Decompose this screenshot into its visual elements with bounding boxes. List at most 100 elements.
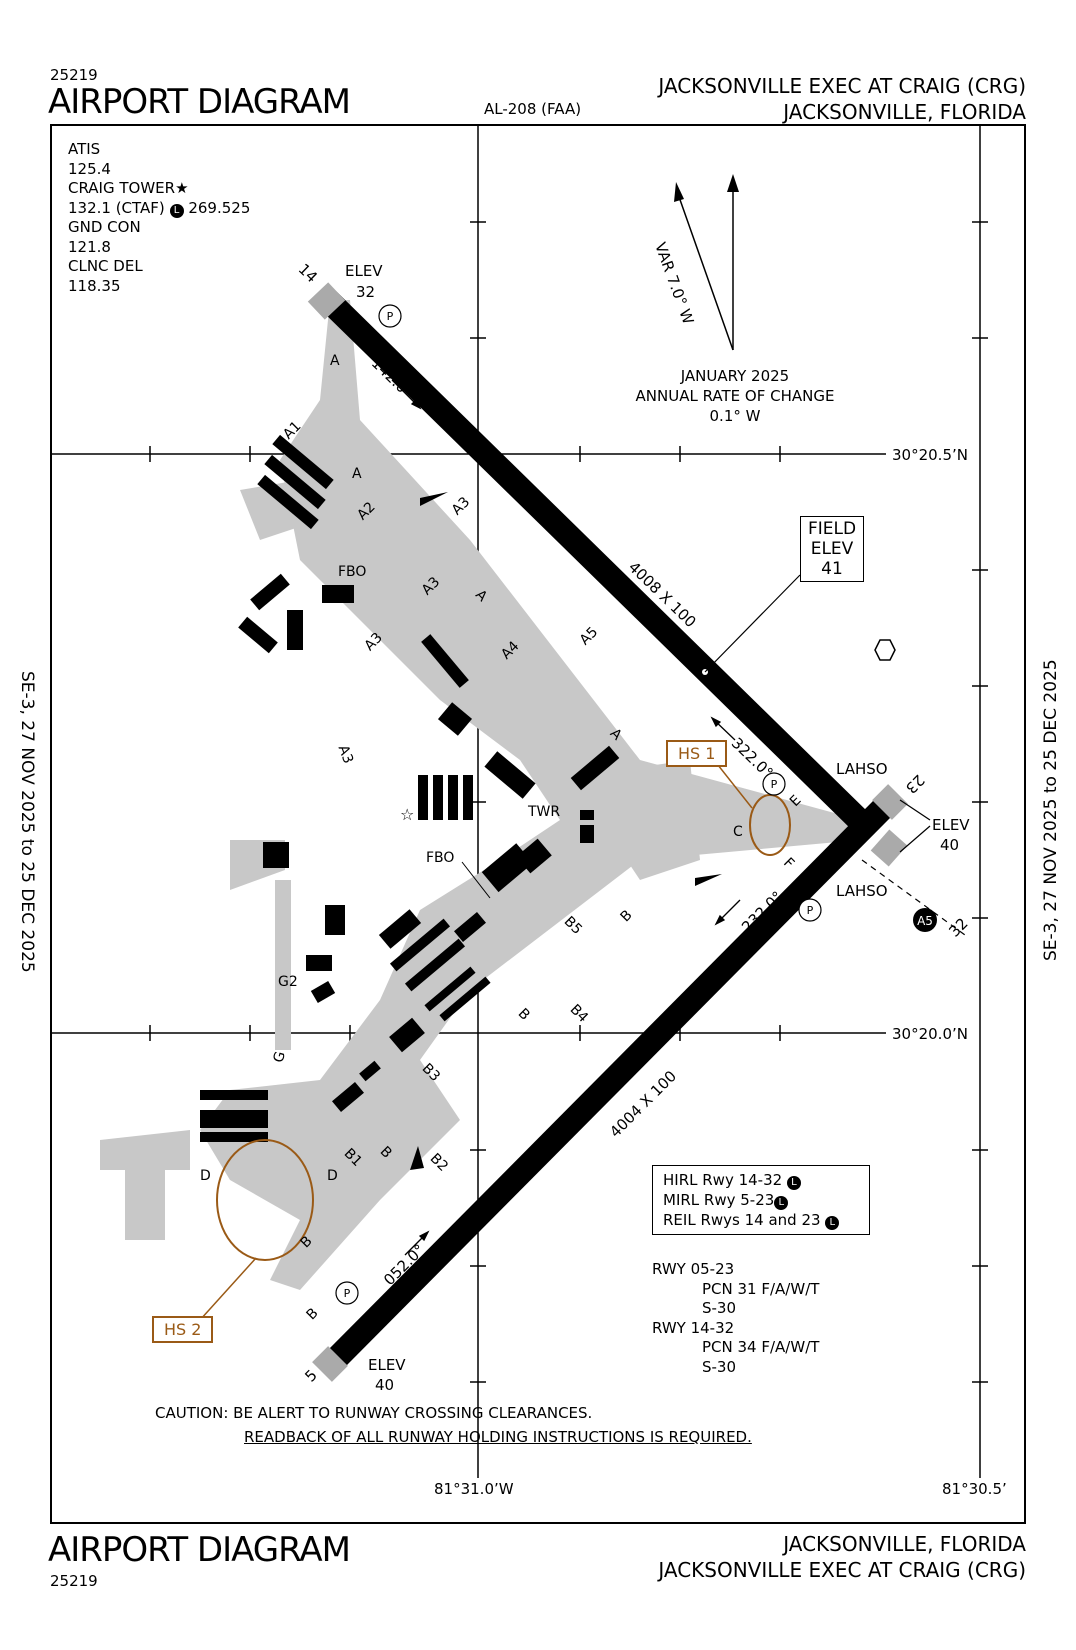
fbo-label-north: FBO	[338, 564, 366, 580]
hotspot-hs1[interactable]: HS 1	[666, 740, 728, 767]
taxiway-label: D	[327, 1168, 338, 1184]
frequency-block: ATIS 125.4 CRAIG TOWER★ 132.1 (CTAF) L 2…	[68, 140, 250, 296]
taxiway-label: D	[200, 1168, 211, 1184]
hotspot-marker-label: A5	[917, 914, 933, 928]
footer-title: AIRPORT DIAGRAM	[48, 1530, 351, 1570]
taxiway-label: B	[304, 1305, 322, 1323]
lahso-label-south: LAHSO	[836, 882, 888, 900]
lighting-line-1: HIRL Rwy 14-32	[663, 1171, 783, 1189]
rwy-32-label: 32	[945, 914, 971, 940]
beacon-icon	[874, 639, 896, 661]
taxiway-label: B2	[427, 1151, 451, 1175]
field-elev-value: 41	[821, 559, 843, 579]
heading-arrows	[391, 379, 741, 1256]
atis-label: ATIS	[68, 140, 101, 158]
lighting-badge-icon: L	[786, 1176, 801, 1190]
magnetic-rate-label: ANNUAL RATE OF CHANGE	[635, 387, 835, 405]
buildings	[200, 434, 620, 1142]
ground-frequency: 121.8	[68, 237, 111, 256]
rwy-23-elev: 40	[940, 836, 959, 854]
tower-uhf-frequency: 269.525	[188, 198, 251, 217]
taxiway-label: B4	[567, 1002, 591, 1026]
magnetic-date: JANUARY 2025	[680, 367, 790, 385]
lighting-badge-icon: L	[169, 203, 184, 218]
city-state-top: JACKSONVILLE, FLORIDA	[783, 100, 1026, 124]
pcn-rwy1-value: PCN 31 F/A/W/T	[702, 1279, 820, 1298]
lighting-line-3: REIL Rwys 14 and 23	[663, 1211, 821, 1229]
procedure-number-top: 25219	[50, 66, 98, 84]
taxiway-pavement	[100, 300, 860, 1290]
taxiway-label: G	[271, 1050, 289, 1065]
runway-5-23	[312, 784, 908, 1382]
taxiway-label: A3	[449, 494, 473, 518]
rwy-23-elev-label: ELEV	[932, 816, 970, 834]
caution-line-1: CAUTION: BE ALERT TO RUNWAY CROSSING CLE…	[155, 1404, 593, 1422]
taxiway-label: A	[330, 353, 340, 369]
parking-label: P	[771, 778, 778, 791]
rwy-14-elev-label: ELEV	[345, 262, 383, 280]
star-icon: ☆	[400, 805, 414, 824]
lahso-label-north: LAHSO	[836, 760, 888, 778]
lighting-badge-icon: L	[825, 1216, 840, 1230]
parking-markers	[335, 304, 822, 1305]
rwy-23-label: 23	[902, 771, 928, 797]
hotspot-hs2[interactable]: HS 2	[152, 1316, 214, 1343]
lat-north: 30°20.5’N	[892, 446, 968, 464]
parking-label: P	[344, 1287, 351, 1300]
lon-west: 81°31.0’W	[434, 1480, 514, 1498]
clearance-label: CLNC DEL	[68, 257, 143, 275]
caution-line-2: READBACK OF ALL RUNWAY HOLDING INSTRUCTI…	[244, 1428, 752, 1446]
lighting-badge-icon: L	[774, 1196, 789, 1210]
taxiway-label: F	[780, 855, 797, 872]
taxiway-label: G2	[278, 974, 298, 990]
taxiway-label: B	[515, 1006, 533, 1024]
tower-label: CRAIG TOWER	[68, 179, 176, 197]
pcn-rwy1-s: S-30	[702, 1299, 737, 1317]
page-title: AIRPORT DIAGRAM	[48, 82, 351, 122]
lon-east: 81°30.5’	[942, 1480, 1007, 1498]
pcn-rwy2-s: S-30	[702, 1357, 737, 1376]
tower-frequency: 132.1 (CTAF)	[68, 198, 165, 217]
taxiway-label: B	[618, 907, 636, 925]
parking-label: P	[807, 904, 814, 917]
windcone-icons	[410, 492, 722, 1170]
pcn-rwy1: RWY 05-23	[652, 1260, 735, 1278]
taxiway-label: A	[352, 466, 362, 482]
chart-id: AL-208 (FAA)	[484, 100, 582, 118]
hotspot-marker-icon	[913, 908, 937, 932]
taxiway-label: A5	[577, 624, 601, 648]
rwy-05-elev-label: ELEV	[368, 1356, 406, 1374]
airport-name-bottom: JACKSONVILLE EXEC AT CRAIG (CRG)	[658, 1558, 1026, 1582]
field-elevation-box: FIELD ELEV 41	[800, 516, 864, 582]
fbo-label-south: FBO	[426, 850, 454, 866]
hotspot-hs2-area[interactable]	[216, 1139, 314, 1261]
rwy-14-label: 14	[295, 260, 321, 286]
procedure-number-bottom: 25219	[50, 1572, 98, 1590]
taxiway-label: A3	[335, 743, 356, 766]
hotspot-hs2-leader	[199, 1257, 257, 1321]
clearance-frequency: 118.35	[68, 276, 121, 295]
hotspot-hs1-area[interactable]	[749, 794, 791, 856]
pcn-rwy2: RWY 14-32	[652, 1318, 735, 1337]
atis-frequency: 125.4	[68, 159, 111, 178]
rwy-05-elev: 40	[375, 1376, 394, 1394]
field-elev-label2: ELEV	[810, 539, 854, 559]
field-elev-label1: FIELD	[807, 519, 857, 539]
diagram-frame	[50, 124, 1026, 1524]
runway-14-32	[307, 282, 871, 832]
rwy-05-label: 5	[301, 1366, 320, 1385]
north-arrows	[674, 174, 739, 351]
magnetic-info: JANUARY 2025 ANNUAL RATE OF CHANGE 0.1° …	[630, 366, 840, 426]
tower-label: TWR	[527, 804, 560, 820]
parking-label: P	[387, 310, 394, 323]
pcn-block: RWY 05-23 PCN 31 F/A/W/T S-30 RWY 14-32 …	[652, 1260, 819, 1377]
city-state-bottom: JACKSONVILLE, FLORIDA	[783, 1532, 1026, 1556]
field-elev-leader	[704, 574, 801, 673]
lighting-line-2: MIRL Rwy 5-23	[663, 1191, 775, 1209]
lat-south: 30°20.0’N	[892, 1025, 968, 1043]
airport-name-top: JACKSONVILLE EXEC AT CRAIG (CRG)	[658, 74, 1026, 98]
pcn-rwy2-value: PCN 34 F/A/W/T	[702, 1338, 820, 1356]
rwy-14-elev: 32	[356, 283, 375, 301]
